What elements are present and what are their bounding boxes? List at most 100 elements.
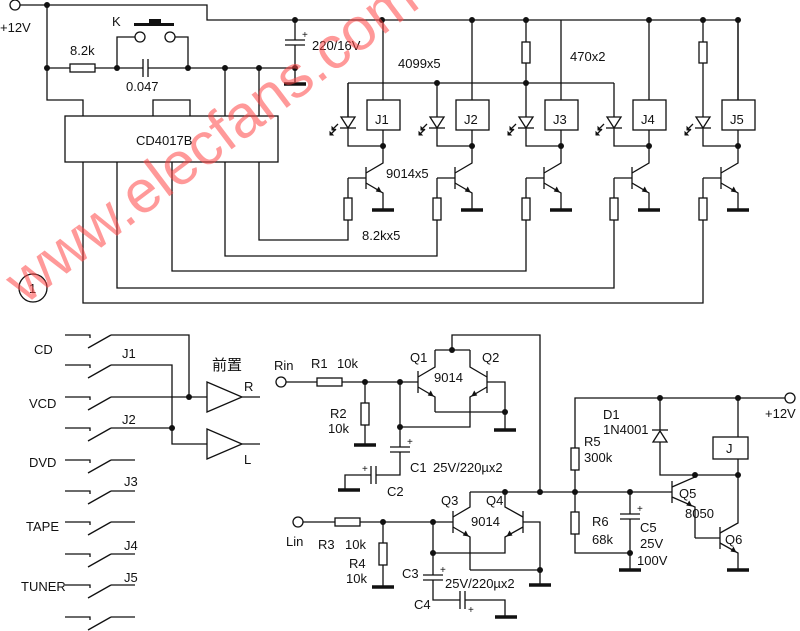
transistor-emitter (720, 182, 739, 210)
r3-label: R3 (318, 537, 335, 552)
r1-value: 10k (337, 356, 358, 371)
base-resistor-label: 8.2kx5 (362, 228, 400, 243)
wire (65, 521, 91, 525)
transistor-collector (469, 350, 488, 378)
junction-dot (558, 143, 564, 149)
junction-dot (646, 17, 652, 23)
wire (111, 364, 207, 445)
wire (465, 599, 506, 617)
circle-marker-label: 1 (29, 281, 36, 296)
relay-contact-blade (87, 553, 112, 568)
junction-dot (114, 65, 120, 71)
terminal (784, 392, 796, 404)
wire (65, 364, 91, 368)
resistor (343, 197, 353, 221)
r5-value: 300k (584, 450, 613, 465)
wire (347, 128, 383, 147)
r6-label: R6 (592, 514, 609, 529)
transistor-label: 9014x5 (386, 166, 429, 181)
led-4 (605, 116, 623, 130)
wire (433, 540, 506, 554)
terminal (9, 0, 21, 11)
r6-value: 68k (592, 532, 613, 547)
emitter-arrow (730, 546, 737, 553)
transistor-collector (671, 475, 696, 488)
junction-dot (430, 519, 436, 525)
junction-dot (469, 143, 475, 149)
led-arrowheads (418, 125, 426, 136)
transistor-emitter (452, 526, 471, 570)
q4-label: Q4 (486, 493, 503, 508)
junction-dot (380, 519, 386, 525)
junction-dot (186, 394, 192, 400)
contact-j3: J3 (124, 474, 138, 489)
transistor-collector (454, 148, 473, 174)
transistor-emitter (469, 386, 488, 412)
transistor-emitter (504, 526, 524, 540)
relay-contact-blade (87, 616, 112, 631)
terminal (164, 31, 176, 43)
led-arrowheads (507, 125, 515, 136)
r4-label: R4 (349, 556, 366, 571)
wire (659, 442, 738, 476)
wire (436, 128, 472, 147)
junction-dot (735, 17, 741, 23)
wire (171, 162, 527, 272)
led-2 (428, 116, 446, 130)
wire (613, 128, 649, 147)
wires (20, 4, 785, 620)
led-arrowheads (684, 125, 692, 136)
relay-contact-blade (87, 521, 112, 536)
relay-contact-blade (87, 427, 112, 442)
wire (702, 128, 738, 147)
q1-label: Q1 (410, 350, 427, 365)
junction-dot (572, 489, 578, 495)
relay-label-j2: J2 (464, 112, 478, 127)
relay-coil-1 (366, 99, 401, 131)
preamp-l (206, 428, 244, 460)
resistor (360, 402, 370, 426)
polarity-mark: + (637, 504, 643, 515)
r4-value: 10k (346, 571, 367, 586)
wire (116, 162, 615, 289)
wire (65, 334, 91, 338)
wire (523, 521, 541, 585)
junction-dot (657, 395, 663, 401)
resistor (698, 41, 708, 64)
q12-value: 9014 (434, 370, 463, 385)
wire (46, 5, 84, 116)
q6-label: Q6 (725, 532, 742, 547)
transistor-collector (719, 475, 739, 534)
transistor-collector (504, 492, 524, 518)
output-r-label: R (244, 379, 253, 394)
wire (65, 616, 91, 620)
junction-dot (523, 17, 529, 23)
transistor-emitter (671, 496, 696, 538)
wire (65, 427, 91, 431)
c4-label: C4 (414, 597, 431, 612)
wire (451, 334, 541, 492)
junction-dot (627, 489, 633, 495)
junction-dot (362, 379, 368, 385)
emitter-arrow (686, 500, 693, 507)
resistor (378, 542, 388, 566)
junction-dot (735, 143, 741, 149)
timer-resistor-label: 8.2k (70, 43, 95, 58)
power-label-top: +12V (0, 20, 31, 35)
relay-contact-blade (87, 459, 112, 474)
r1-label: R1 (311, 356, 328, 371)
c3-label: C3 (402, 566, 419, 581)
q3-label: Q3 (441, 493, 458, 508)
relay-contact-blade (87, 364, 112, 379)
junction-dot (646, 143, 652, 149)
terminal (134, 31, 146, 43)
relay-coil-4 (632, 99, 667, 131)
relay-j-label: J (726, 441, 733, 456)
transistor-collector (417, 350, 436, 378)
diode-d1 (651, 429, 669, 443)
power-label-bottom: +12V (765, 406, 796, 421)
wire (376, 452, 401, 476)
resistor (316, 377, 343, 387)
q34-value: 9014 (471, 514, 500, 529)
source-vcd: VCD (29, 396, 56, 411)
